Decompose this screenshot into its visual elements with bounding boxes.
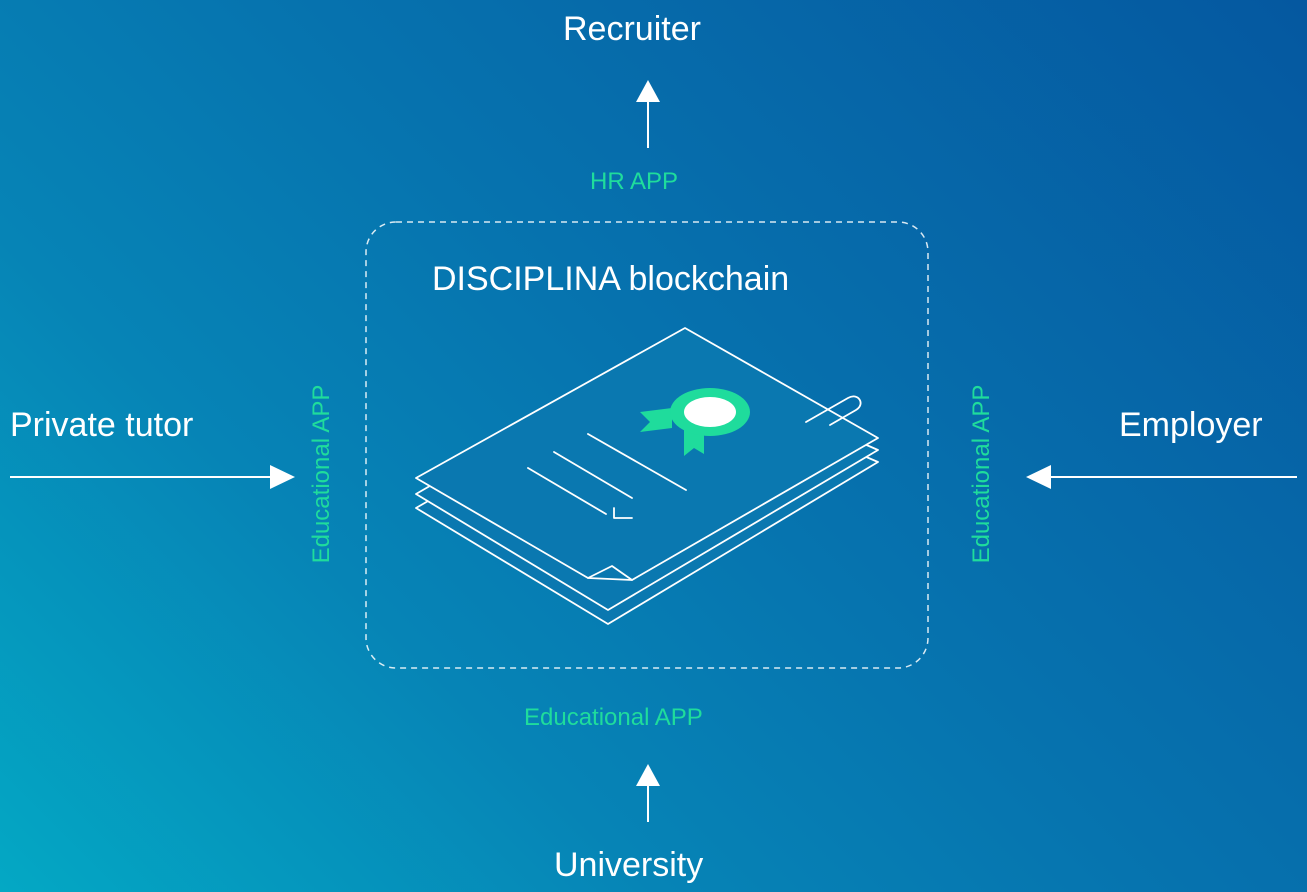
blockchain-boundary: [365, 221, 929, 669]
blockchain-title: DISCIPLINA blockchain: [432, 260, 790, 298]
right-educational-app-label: Educational APP: [968, 384, 995, 564]
left-educational-app-label: Educational APP: [308, 384, 335, 564]
bottom-educational-app-label: Educational APP: [524, 704, 703, 731]
certificate-seal-icon: [640, 388, 750, 456]
recruiter-label: Recruiter: [563, 10, 701, 48]
employer-label: Employer: [1119, 406, 1263, 444]
hr-app-label: HR APP: [590, 168, 679, 195]
certificate-documents-icon: [415, 327, 879, 625]
university-label: University: [554, 846, 704, 884]
arrow-from-employer: [1026, 465, 1297, 489]
private-tutor-label: Private tutor: [10, 406, 194, 444]
arrow-from-university: [636, 764, 660, 822]
arrow-from-private-tutor: [10, 465, 295, 489]
arrow-to-recruiter: [636, 80, 660, 148]
